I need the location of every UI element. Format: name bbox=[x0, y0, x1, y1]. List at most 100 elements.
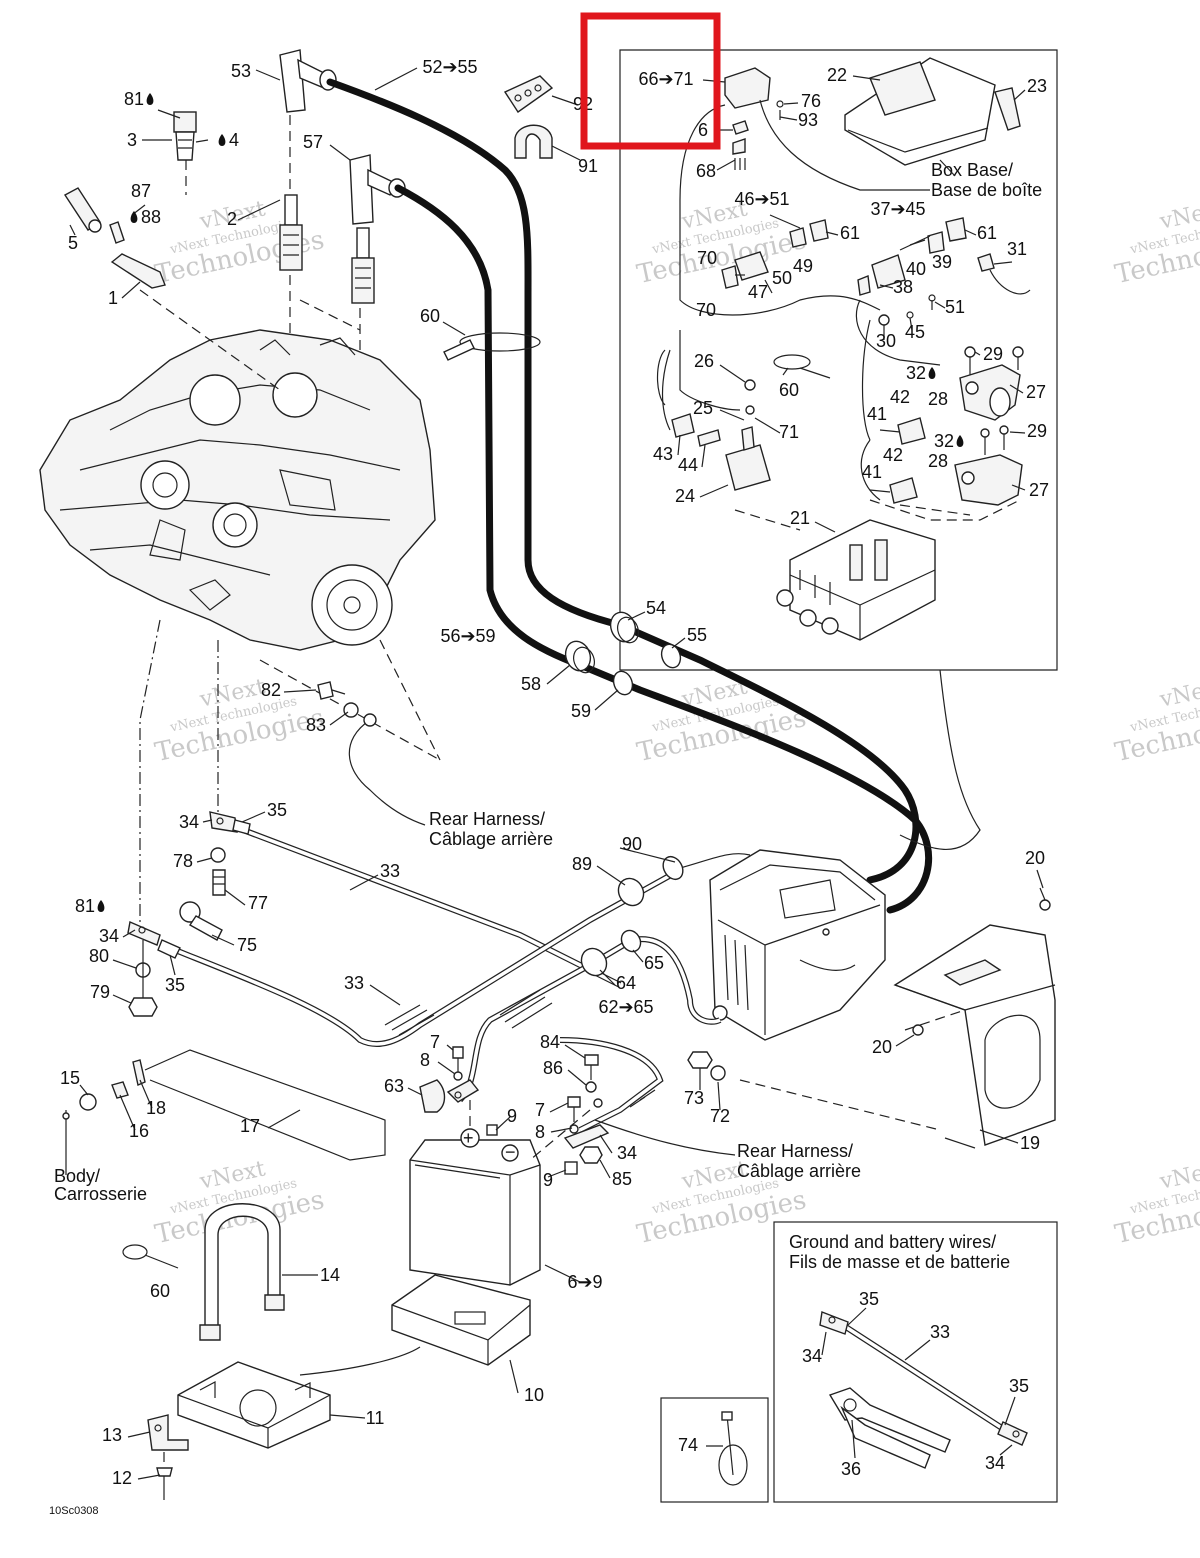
battery-cable-33-upper bbox=[228, 822, 622, 988]
part-label: 9 bbox=[543, 1170, 553, 1190]
hv-cable-52-55 bbox=[326, 78, 920, 884]
part-label: 2 bbox=[227, 209, 237, 229]
part-label: 81 bbox=[124, 89, 144, 109]
part-label: 82 bbox=[261, 680, 281, 700]
rear-harness-label-bottom-line2: Câblage arrière bbox=[737, 1161, 861, 1181]
part-label: 38 bbox=[893, 277, 913, 297]
part-label: 81 bbox=[75, 896, 95, 916]
connector-46-51 bbox=[721, 214, 829, 289]
fluid-drop-icon bbox=[956, 435, 964, 447]
clamp-91 bbox=[514, 124, 553, 159]
part-label: 28 bbox=[928, 389, 948, 409]
part-label: 27 bbox=[1026, 382, 1046, 402]
inset-terminal-34-left bbox=[819, 1311, 849, 1335]
part-label: 6 bbox=[698, 120, 708, 140]
ground-terminal-34-lower bbox=[127, 921, 181, 959]
electrical-box-mounted bbox=[709, 849, 886, 1041]
part-label: 7 bbox=[430, 1032, 440, 1052]
box-cover-22 bbox=[844, 57, 996, 166]
part-label: 75 bbox=[237, 935, 257, 955]
part-label: 29 bbox=[983, 344, 1003, 364]
part-label: 60 bbox=[779, 380, 799, 400]
clamp-92 bbox=[503, 75, 554, 113]
grommet-58 bbox=[564, 640, 595, 674]
hv-cable-56-59 bbox=[394, 184, 933, 914]
part-label: 6➔9 bbox=[567, 1272, 602, 1292]
cable-tie-60-bottom bbox=[122, 1244, 179, 1269]
fluid-drop-icon bbox=[146, 93, 154, 105]
part-label: 59 bbox=[571, 701, 591, 721]
part-label: 12 bbox=[112, 1468, 132, 1488]
part-label: 54 bbox=[646, 598, 666, 618]
ignition-coil-27-lower bbox=[954, 425, 1023, 506]
part-label: 15 bbox=[60, 1068, 80, 1088]
part-label: 86 bbox=[543, 1058, 563, 1078]
part-label: 78 bbox=[173, 851, 193, 871]
figure-code: 10Sc0308 bbox=[49, 1505, 99, 1517]
cable-tie-74 bbox=[718, 1411, 748, 1486]
box-base-21 bbox=[776, 519, 936, 641]
part-label: 63 bbox=[384, 1076, 404, 1096]
part-label: 44 bbox=[678, 455, 698, 475]
part-label: 22 bbox=[827, 65, 847, 85]
positive-terminal-eye bbox=[446, 1079, 480, 1103]
grommet-55 bbox=[660, 643, 682, 669]
ground-battery-inset-frame bbox=[773, 1221, 1058, 1503]
rear-harness-label-bottom-line1: Rear Harness/ bbox=[737, 1141, 853, 1161]
part-label: 32 bbox=[906, 363, 926, 383]
part-label: 5 bbox=[68, 233, 78, 253]
part-label: 34 bbox=[802, 1346, 822, 1366]
part-label: 55 bbox=[687, 625, 707, 645]
watermark-9: vNext vNext Technologies Technologies bbox=[1112, 1156, 1200, 1250]
connector-41-42-upper bbox=[879, 417, 926, 445]
part-label: 93 bbox=[798, 110, 818, 130]
fluid-drop-icon bbox=[218, 134, 226, 146]
screw-82 bbox=[317, 681, 346, 700]
battery-tray-10 bbox=[391, 1274, 531, 1366]
part-label: 21 bbox=[790, 508, 810, 528]
grommet-54 bbox=[609, 611, 639, 644]
part-label: 16 bbox=[129, 1121, 149, 1141]
part-label: 7 bbox=[535, 1100, 545, 1120]
part-label: 50 bbox=[772, 268, 792, 288]
part-label: 10 bbox=[524, 1385, 544, 1405]
battery-base-11 bbox=[177, 1361, 331, 1449]
part-label: 41 bbox=[862, 462, 882, 482]
inset-cable-33 bbox=[833, 1317, 1007, 1433]
part-1-bracket bbox=[110, 253, 166, 289]
part-label: 84 bbox=[540, 1032, 560, 1052]
part-label: 35 bbox=[859, 1289, 879, 1309]
part-label: 27 bbox=[1029, 480, 1049, 500]
part-label: 26 bbox=[694, 351, 714, 371]
part-label: 29 bbox=[1027, 421, 1047, 441]
part-label: 14 bbox=[320, 1265, 340, 1285]
temperature-sensor-3 bbox=[173, 111, 197, 161]
relay-24 bbox=[725, 379, 771, 491]
battery-positive-symbol: + bbox=[463, 1128, 474, 1148]
mounting-bracket-19 bbox=[893, 924, 1056, 1149]
part-label: 11 bbox=[366, 1408, 385, 1428]
spark-plug-left bbox=[279, 194, 303, 271]
part-label: 87 bbox=[131, 181, 151, 201]
part-label: 33 bbox=[380, 861, 400, 881]
fluid-drop-icon bbox=[97, 900, 105, 912]
part-label: 32 bbox=[934, 431, 954, 451]
crimp-tool-36 bbox=[828, 1387, 951, 1469]
box-base-label-line2: Base de boîte bbox=[931, 180, 1042, 200]
ignition-coil-27-upper bbox=[959, 346, 1024, 421]
watermark-4: vNext vNext Technologies Technologies bbox=[152, 674, 327, 768]
vent-tube-17 bbox=[144, 1049, 386, 1161]
part-label: 70 bbox=[697, 248, 717, 268]
battery: + − bbox=[409, 1128, 541, 1286]
part-label: 8 bbox=[420, 1050, 430, 1070]
leader-lines bbox=[69, 67, 1044, 1480]
part-label: 57 bbox=[303, 132, 323, 152]
tie-inset-frame bbox=[660, 1397, 769, 1503]
part-label: 72 bbox=[710, 1106, 730, 1126]
battery-strap-14 bbox=[199, 1203, 285, 1341]
part-label: 45 bbox=[905, 322, 925, 342]
part-label: 34 bbox=[985, 1453, 1005, 1473]
grommet-65 bbox=[620, 929, 642, 953]
part-label: 20 bbox=[872, 1037, 892, 1057]
